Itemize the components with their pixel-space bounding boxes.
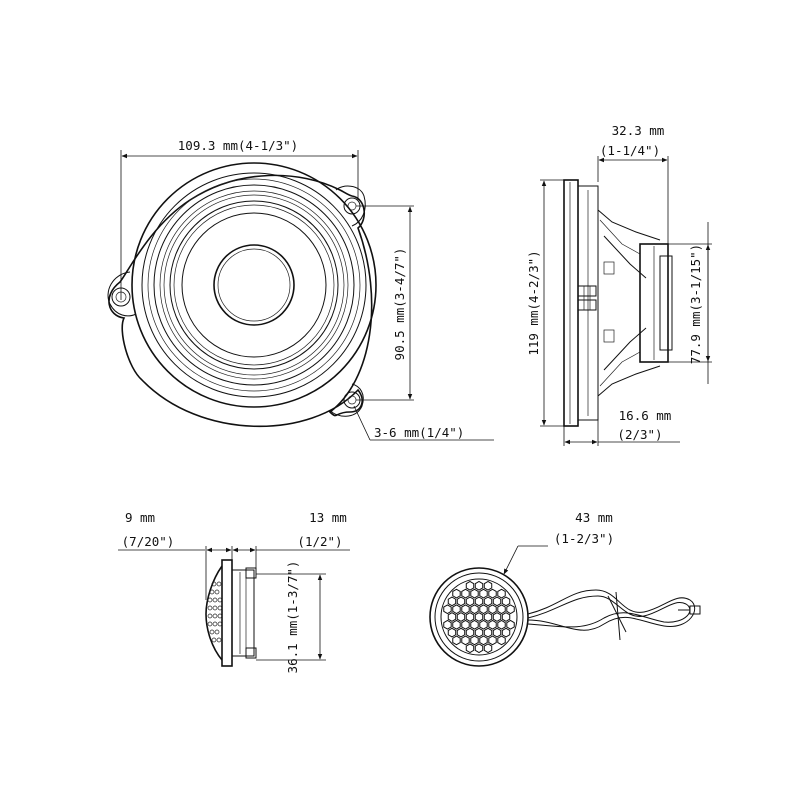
honeycomb-cell bbox=[501, 612, 511, 622]
woofer-terminal bbox=[577, 285, 597, 297]
honeycomb-cell bbox=[452, 588, 461, 599]
woofer-flange-in-label: (2/3") bbox=[617, 427, 662, 442]
honeycomb-cell bbox=[470, 604, 479, 615]
honeycomb-cell bbox=[479, 619, 488, 630]
honeycomb-cell bbox=[483, 596, 493, 607]
woofer-diameter-label: 109.3 mm(4-1/3") bbox=[178, 138, 298, 153]
honeycomb-cell bbox=[479, 588, 488, 599]
honeycomb-cell bbox=[497, 588, 506, 599]
honeycomb-cell bbox=[483, 612, 493, 622]
honeycomb-cell bbox=[465, 580, 475, 591]
honeycomb-cell bbox=[492, 596, 502, 607]
honeycomb-cell bbox=[506, 619, 515, 630]
woofer-side-view: 32.3 mm (1-1/4") 119 mm(4-2/3") 77.9 mm(… bbox=[526, 123, 712, 446]
honeycomb-cell bbox=[474, 627, 484, 638]
honeycomb-cell bbox=[461, 619, 470, 630]
tweeter-housing bbox=[231, 569, 255, 657]
tweeter-cable bbox=[527, 589, 696, 631]
honeycomb-cell bbox=[497, 619, 506, 630]
woofer-magnet bbox=[639, 243, 669, 363]
honeycomb-cell bbox=[501, 627, 511, 638]
woofer-height-label: 119 mm(4-2/3") bbox=[526, 250, 541, 355]
tweeter-rear-mm-label: 13 mm bbox=[309, 510, 347, 525]
honeycomb-cell bbox=[465, 612, 475, 622]
honeycomb-cell bbox=[465, 643, 475, 654]
honeycomb-cell bbox=[470, 619, 479, 630]
honeycomb-cell bbox=[456, 627, 466, 638]
honeycomb-cell bbox=[470, 588, 479, 599]
honeycomb-cell bbox=[474, 612, 484, 622]
honeycomb-cell bbox=[497, 604, 506, 615]
honeycomb-cell bbox=[465, 596, 475, 607]
honeycomb-cell bbox=[452, 604, 461, 615]
tweeter-outer-ring bbox=[429, 567, 529, 667]
woofer-magnet-label: 77.9 mm(3-1/15") bbox=[688, 244, 703, 364]
honeycomb-cell bbox=[488, 604, 497, 615]
woofer-depth-in-label: (1-1/4") bbox=[600, 143, 660, 158]
honeycomb-cell bbox=[465, 627, 475, 638]
honeycomb-cell bbox=[447, 612, 457, 622]
honeycomb-cell bbox=[443, 619, 452, 630]
tweeter-side-view: 9 mm (7/20") 13 mm (1/2") 36.1 mm(1-3/7"… bbox=[118, 510, 350, 673]
honeycomb-cell bbox=[461, 604, 470, 615]
honeycomb-cell bbox=[492, 627, 502, 638]
honeycomb-cell bbox=[501, 596, 511, 607]
honeycomb-cell bbox=[456, 596, 466, 607]
honeycomb-cell bbox=[506, 604, 515, 615]
honeycomb-cell bbox=[488, 588, 497, 599]
woofer-side-flange bbox=[563, 179, 579, 427]
honeycomb-cell bbox=[488, 635, 497, 646]
honeycomb-cell bbox=[461, 588, 470, 599]
honeycomb-cell bbox=[447, 596, 457, 607]
woofer-mount-height-label: 90.5 mm(3-4/7") bbox=[392, 248, 407, 361]
honeycomb-cell bbox=[447, 627, 457, 638]
tweeter-diameter-in-label: (1-2/3") bbox=[554, 531, 614, 546]
honeycomb-cell bbox=[443, 604, 452, 615]
honeycomb-cell bbox=[452, 635, 461, 646]
tweeter-front-in-label: (7/20") bbox=[122, 534, 175, 549]
honeycomb-cell bbox=[492, 612, 502, 622]
tweeter-honeycomb-grille bbox=[443, 580, 515, 654]
honeycomb-cell bbox=[461, 635, 470, 646]
woofer-hole-label: 3-6 mm(1/4") bbox=[374, 425, 464, 440]
tweeter-front-view: 43 mm (1-2/3") bbox=[429, 510, 701, 667]
honeycomb-cell bbox=[483, 643, 493, 654]
honeycomb-cell bbox=[488, 619, 497, 630]
tweeter-side-grille bbox=[207, 581, 223, 643]
honeycomb-cell bbox=[470, 635, 479, 646]
honeycomb-cell bbox=[483, 627, 493, 638]
honeycomb-cell bbox=[483, 580, 493, 591]
tweeter-rear-in-label: (1/2") bbox=[297, 534, 342, 549]
tweeter-dome-profile bbox=[205, 565, 223, 661]
honeycomb-cell bbox=[497, 635, 506, 646]
tweeter-front-mm-label: 9 mm bbox=[125, 510, 155, 525]
honeycomb-cell bbox=[474, 580, 484, 591]
woofer-flange-mm-label: 16.6 mm bbox=[619, 408, 672, 423]
honeycomb-cell bbox=[479, 604, 488, 615]
tweeter-diameter-mm-label: 43 mm bbox=[575, 510, 613, 525]
honeycomb-cell bbox=[452, 619, 461, 630]
honeycomb-cell bbox=[479, 635, 488, 646]
honeycomb-cell bbox=[456, 612, 466, 622]
woofer-front-view: 109.3 mm(4-1/3") 90.5 mm(3-4/7") 3-6 mm(… bbox=[107, 138, 494, 441]
honeycomb-cell bbox=[474, 596, 484, 607]
woofer-depth-mm-label: 32.3 mm bbox=[612, 123, 665, 138]
tweeter-height-label: 36.1 mm(1-3/7") bbox=[285, 561, 300, 674]
woofer-dust-cap bbox=[213, 244, 295, 326]
honeycomb-cell bbox=[474, 643, 484, 654]
